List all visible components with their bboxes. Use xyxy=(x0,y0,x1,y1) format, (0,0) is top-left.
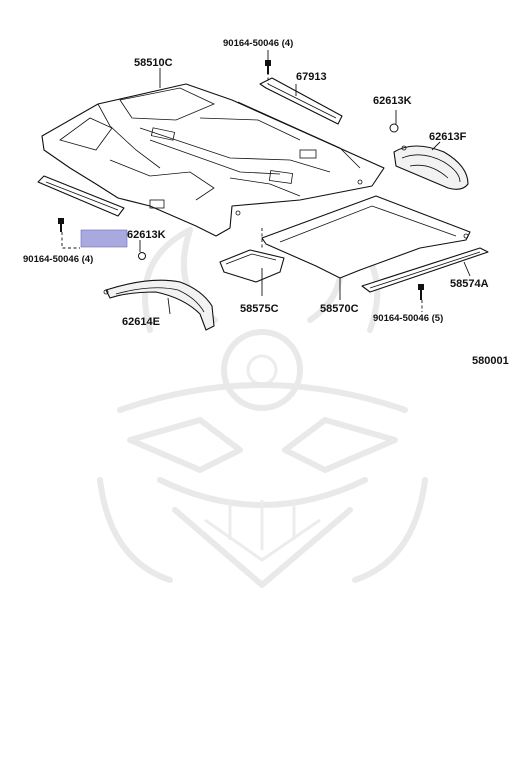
rear-floor-carpet xyxy=(261,195,471,279)
floor-panel-67913 xyxy=(259,72,343,125)
label-62613F: 62613F xyxy=(429,131,467,143)
bolt-rear xyxy=(418,284,424,300)
label-58575C: 58575C xyxy=(240,303,279,315)
highlight-box xyxy=(80,229,128,248)
label-62613K-right: 62613K xyxy=(373,95,412,107)
watermark-logo xyxy=(97,227,428,588)
bolt-top xyxy=(265,60,271,74)
label-62614E: 62614E xyxy=(122,316,160,328)
rear-sill-plate-58574A xyxy=(361,247,489,293)
label-bolt-rear: 90164-50046 (5) xyxy=(373,313,443,324)
clip-left xyxy=(138,252,146,260)
fasteners xyxy=(58,60,424,300)
right-silencer xyxy=(393,145,469,190)
bolt-left xyxy=(58,218,64,232)
label-58570C: 58570C xyxy=(320,303,359,315)
label-58510C: 58510C xyxy=(134,57,173,69)
label-58574A: 58574A xyxy=(450,278,489,290)
label-bolt-top: 90164-50046 (4) xyxy=(223,38,293,49)
left-silencer xyxy=(103,279,215,331)
clip-right xyxy=(389,123,399,133)
figure-code: 580001 xyxy=(472,355,509,367)
label-62613K-left: 62613K xyxy=(127,229,166,241)
left-sill-plate xyxy=(37,175,125,217)
front-floor-carpet xyxy=(41,83,385,237)
label-bolt-left: 90164-50046 (4) xyxy=(23,254,93,265)
leader-lines xyxy=(61,50,471,315)
small-floor-mat xyxy=(219,249,285,283)
label-67913: 67913 xyxy=(296,71,327,83)
